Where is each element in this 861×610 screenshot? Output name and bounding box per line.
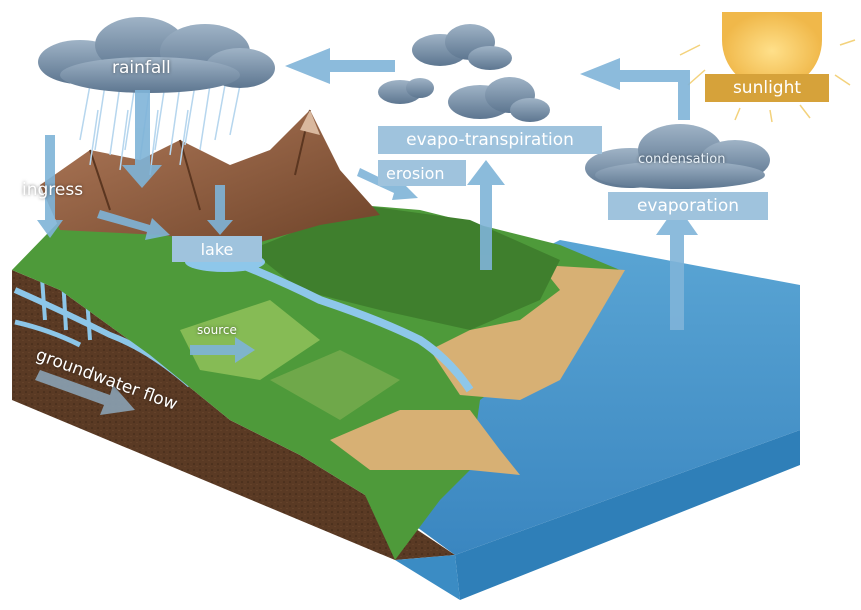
label-rainfall: rainfall bbox=[112, 58, 171, 78]
arrow-icon bbox=[35, 48, 698, 415]
cloud-icon bbox=[412, 24, 512, 70]
cloud-icon bbox=[38, 17, 275, 93]
groundwater-channel bbox=[14, 319, 82, 348]
label-erosion: erosion bbox=[378, 160, 466, 186]
sea-front-face bbox=[455, 430, 800, 600]
sea-left-face bbox=[395, 555, 460, 600]
label-condensation: condensation bbox=[638, 152, 726, 167]
farm-fields bbox=[180, 300, 320, 380]
label-source: source bbox=[197, 323, 237, 337]
cloud-icon bbox=[448, 77, 550, 122]
label-ingress: ingress bbox=[22, 180, 84, 200]
mountain-snow bbox=[300, 110, 320, 135]
cloud-icon bbox=[585, 124, 770, 189]
beach bbox=[430, 265, 625, 400]
river bbox=[228, 256, 474, 393]
label-lake: lake bbox=[172, 236, 262, 262]
mountain bbox=[40, 110, 380, 245]
cloud-icon bbox=[378, 78, 434, 104]
label-evaporation: evaporation bbox=[608, 192, 768, 220]
farm-fields bbox=[270, 350, 400, 420]
label-evapo-transpiration: evapo-transpiration bbox=[378, 126, 602, 154]
label-sunlight: sunlight bbox=[705, 74, 829, 102]
beach bbox=[330, 410, 520, 475]
sun-icon bbox=[679, 12, 856, 123]
